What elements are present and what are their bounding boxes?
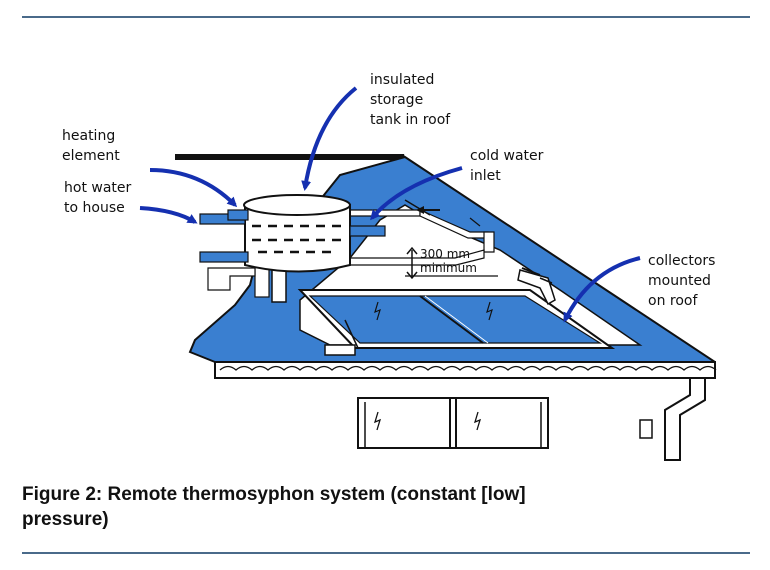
label-cold-water: cold water inlet [470,148,544,184]
flow-arrows [416,206,541,276]
solar-collectors [297,289,616,356]
label-insulated-tank: insulated storage tank in roof [370,72,451,128]
figure-caption: Figure 2: Remote thermosyphon system (co… [22,482,682,532]
hot-water-pointer-arrow [139,206,198,224]
svg-text:heating: heating [62,128,115,144]
label-heating-element: heating element [62,128,120,164]
label-clearance: 300 mm minimum [420,247,477,275]
svg-text:minimum: minimum [420,261,477,275]
bottom-rule [22,552,750,554]
annotation-arrows [139,86,641,323]
collectors-pointer-arrow [563,256,641,323]
svg-text:tank in roof: tank in roof [370,112,451,128]
thermosyphon-diagram: insulated storage tank in roof heating e… [62,72,717,461]
roof-eaves [214,361,717,379]
svg-text:hot water: hot water [64,180,132,196]
svg-text:mounted: mounted [648,273,711,289]
top-rule [22,16,750,18]
svg-text:element: element [62,148,120,164]
svg-text:inlet: inlet [470,168,501,184]
clearance-marker [405,246,498,280]
svg-text:insulated: insulated [370,72,434,88]
caption-line-1: Figure 2: Remote thermosyphon system (co… [22,484,526,505]
svg-text:storage: storage [370,92,423,108]
cold-water-pointer-arrow [370,166,463,221]
svg-text:to house: to house [64,200,125,216]
svg-text:cold water: cold water [470,148,544,164]
svg-text:on roof: on roof [648,293,698,309]
heating-element-pointer-arrow [149,168,238,208]
house-window [357,397,549,449]
label-collectors: collectors mounted on roof [648,253,715,309]
label-hot-water: hot water to house [64,180,132,216]
roof-ridge [175,154,406,160]
tank-connections [199,209,386,263]
svg-text:300 mm: 300 mm [420,247,470,261]
svg-text:collectors: collectors [648,253,715,269]
storage-tank [243,194,351,273]
roof-fitting [517,269,556,306]
tank-pointer-arrow [301,86,358,191]
downpipe [639,377,706,461]
caption-line-2: pressure) [22,509,109,530]
